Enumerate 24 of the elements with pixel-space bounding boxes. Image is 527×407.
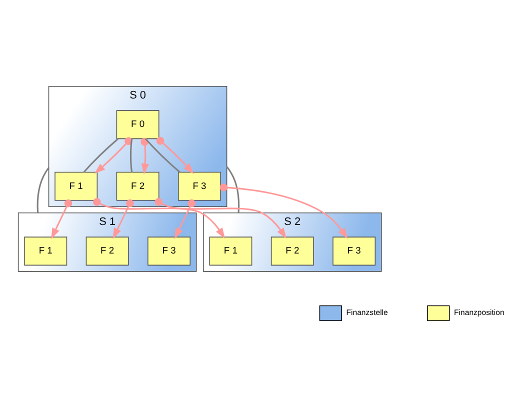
legend-label: Finanzposition bbox=[454, 308, 504, 318]
connector bbox=[226, 166, 240, 213]
node-box: F 2 bbox=[270, 236, 314, 266]
connector bbox=[130, 138, 133, 172]
node-box: F 2 bbox=[116, 172, 160, 201]
node-box: F 1 bbox=[54, 172, 98, 201]
arrow bbox=[51, 199, 72, 240]
arrow bbox=[220, 184, 348, 239]
node-box: F 1 bbox=[209, 236, 252, 266]
node-box: F 1 bbox=[24, 236, 68, 266]
arrow bbox=[174, 199, 196, 240]
connector bbox=[144, 138, 180, 173]
arrow bbox=[154, 198, 287, 239]
connector bbox=[83, 138, 119, 173]
connector bbox=[36, 167, 50, 213]
arrow bbox=[93, 198, 226, 239]
node-box: F 3 bbox=[332, 236, 376, 266]
arrow bbox=[156, 136, 194, 174]
arrow bbox=[112, 199, 134, 240]
legend-label: Finanzstelle bbox=[346, 308, 388, 318]
node-box: F 3 bbox=[178, 172, 221, 201]
node-box: F 0 bbox=[116, 110, 160, 140]
node-box: F 2 bbox=[86, 236, 129, 266]
node-box: F 3 bbox=[148, 236, 190, 266]
